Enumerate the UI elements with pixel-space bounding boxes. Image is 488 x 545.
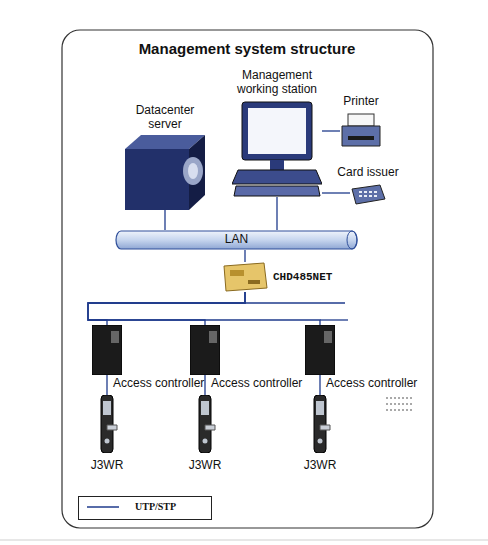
network-cable — [204, 375, 205, 395]
access-controller: Access controller — [305, 325, 335, 375]
node-label: Printer — [343, 95, 378, 109]
printer-art — [342, 114, 380, 146]
ctrl-art — [190, 325, 220, 375]
ctrl-art — [92, 325, 122, 375]
network-cable — [244, 250, 245, 262]
band-art — [116, 231, 357, 249]
dev-art — [224, 263, 267, 291]
printer-icon: Printer — [340, 112, 382, 150]
server-icon: Datacenter server — [125, 135, 205, 210]
lan-band: LAN — [115, 230, 358, 250]
outer-frame — [62, 30, 433, 528]
lock-art — [314, 395, 330, 453]
access-controller-shape — [92, 325, 122, 375]
network-cable — [276, 197, 277, 230]
access-controller-shape — [190, 325, 220, 375]
diagram-title: Management system structure — [139, 40, 356, 57]
lock: J3WR — [309, 395, 331, 453]
bus-stub — [245, 302, 345, 303]
node-label: LAN — [225, 233, 248, 247]
access-controller: Access controller — [92, 325, 122, 375]
node-label: Management working station — [227, 69, 327, 97]
network-cable — [319, 375, 320, 395]
node-label: J3WR — [91, 459, 124, 473]
access-controller-shape — [305, 325, 335, 375]
converter-box-shape — [222, 262, 268, 292]
network-cable — [164, 210, 165, 230]
server-art — [125, 135, 205, 210]
card-art — [352, 185, 385, 204]
node-label: Access controller — [113, 377, 204, 391]
lock-shape — [96, 395, 118, 453]
network-cable — [322, 130, 340, 131]
legend-line-sample — [79, 497, 129, 517]
legend-text: UTP/STP — [135, 501, 176, 512]
bottom-rule — [0, 540, 488, 541]
ctrl-art — [305, 325, 335, 375]
legend-box: UTP/STP — [78, 496, 212, 520]
printer-icon-shape — [340, 112, 382, 150]
lock-shape — [309, 395, 331, 453]
access-controller: Access controller — [190, 325, 220, 375]
node-label: Access controller — [326, 377, 417, 391]
card-issuer-icon: Card issuer — [350, 183, 386, 205]
lock: J3WR — [194, 395, 216, 453]
node-label: J3WR — [304, 459, 337, 473]
lock-art — [199, 395, 215, 453]
lock: J3WR — [96, 395, 118, 453]
converter-box: CHD485NET — [222, 262, 268, 292]
node-label: Card issuer — [337, 166, 398, 180]
lock-art — [101, 395, 117, 453]
card-issuer-icon-shape — [350, 183, 386, 205]
workstation-icon: Management working station — [232, 100, 322, 197]
lock-shape — [194, 395, 216, 453]
network-cable — [106, 375, 107, 395]
bus-stub — [320, 319, 348, 320]
server-icon-shape — [125, 135, 205, 210]
workstation-icon-shape — [232, 100, 322, 197]
more-dots — [386, 398, 414, 410]
network-cable — [322, 192, 350, 193]
pc-art — [232, 102, 322, 196]
node-label: Access controller — [211, 377, 302, 391]
node-label: CHD485NET — [273, 271, 332, 284]
node-label: Datacenter server — [125, 104, 205, 132]
network-cable — [88, 292, 320, 325]
node-label: J3WR — [189, 459, 222, 473]
